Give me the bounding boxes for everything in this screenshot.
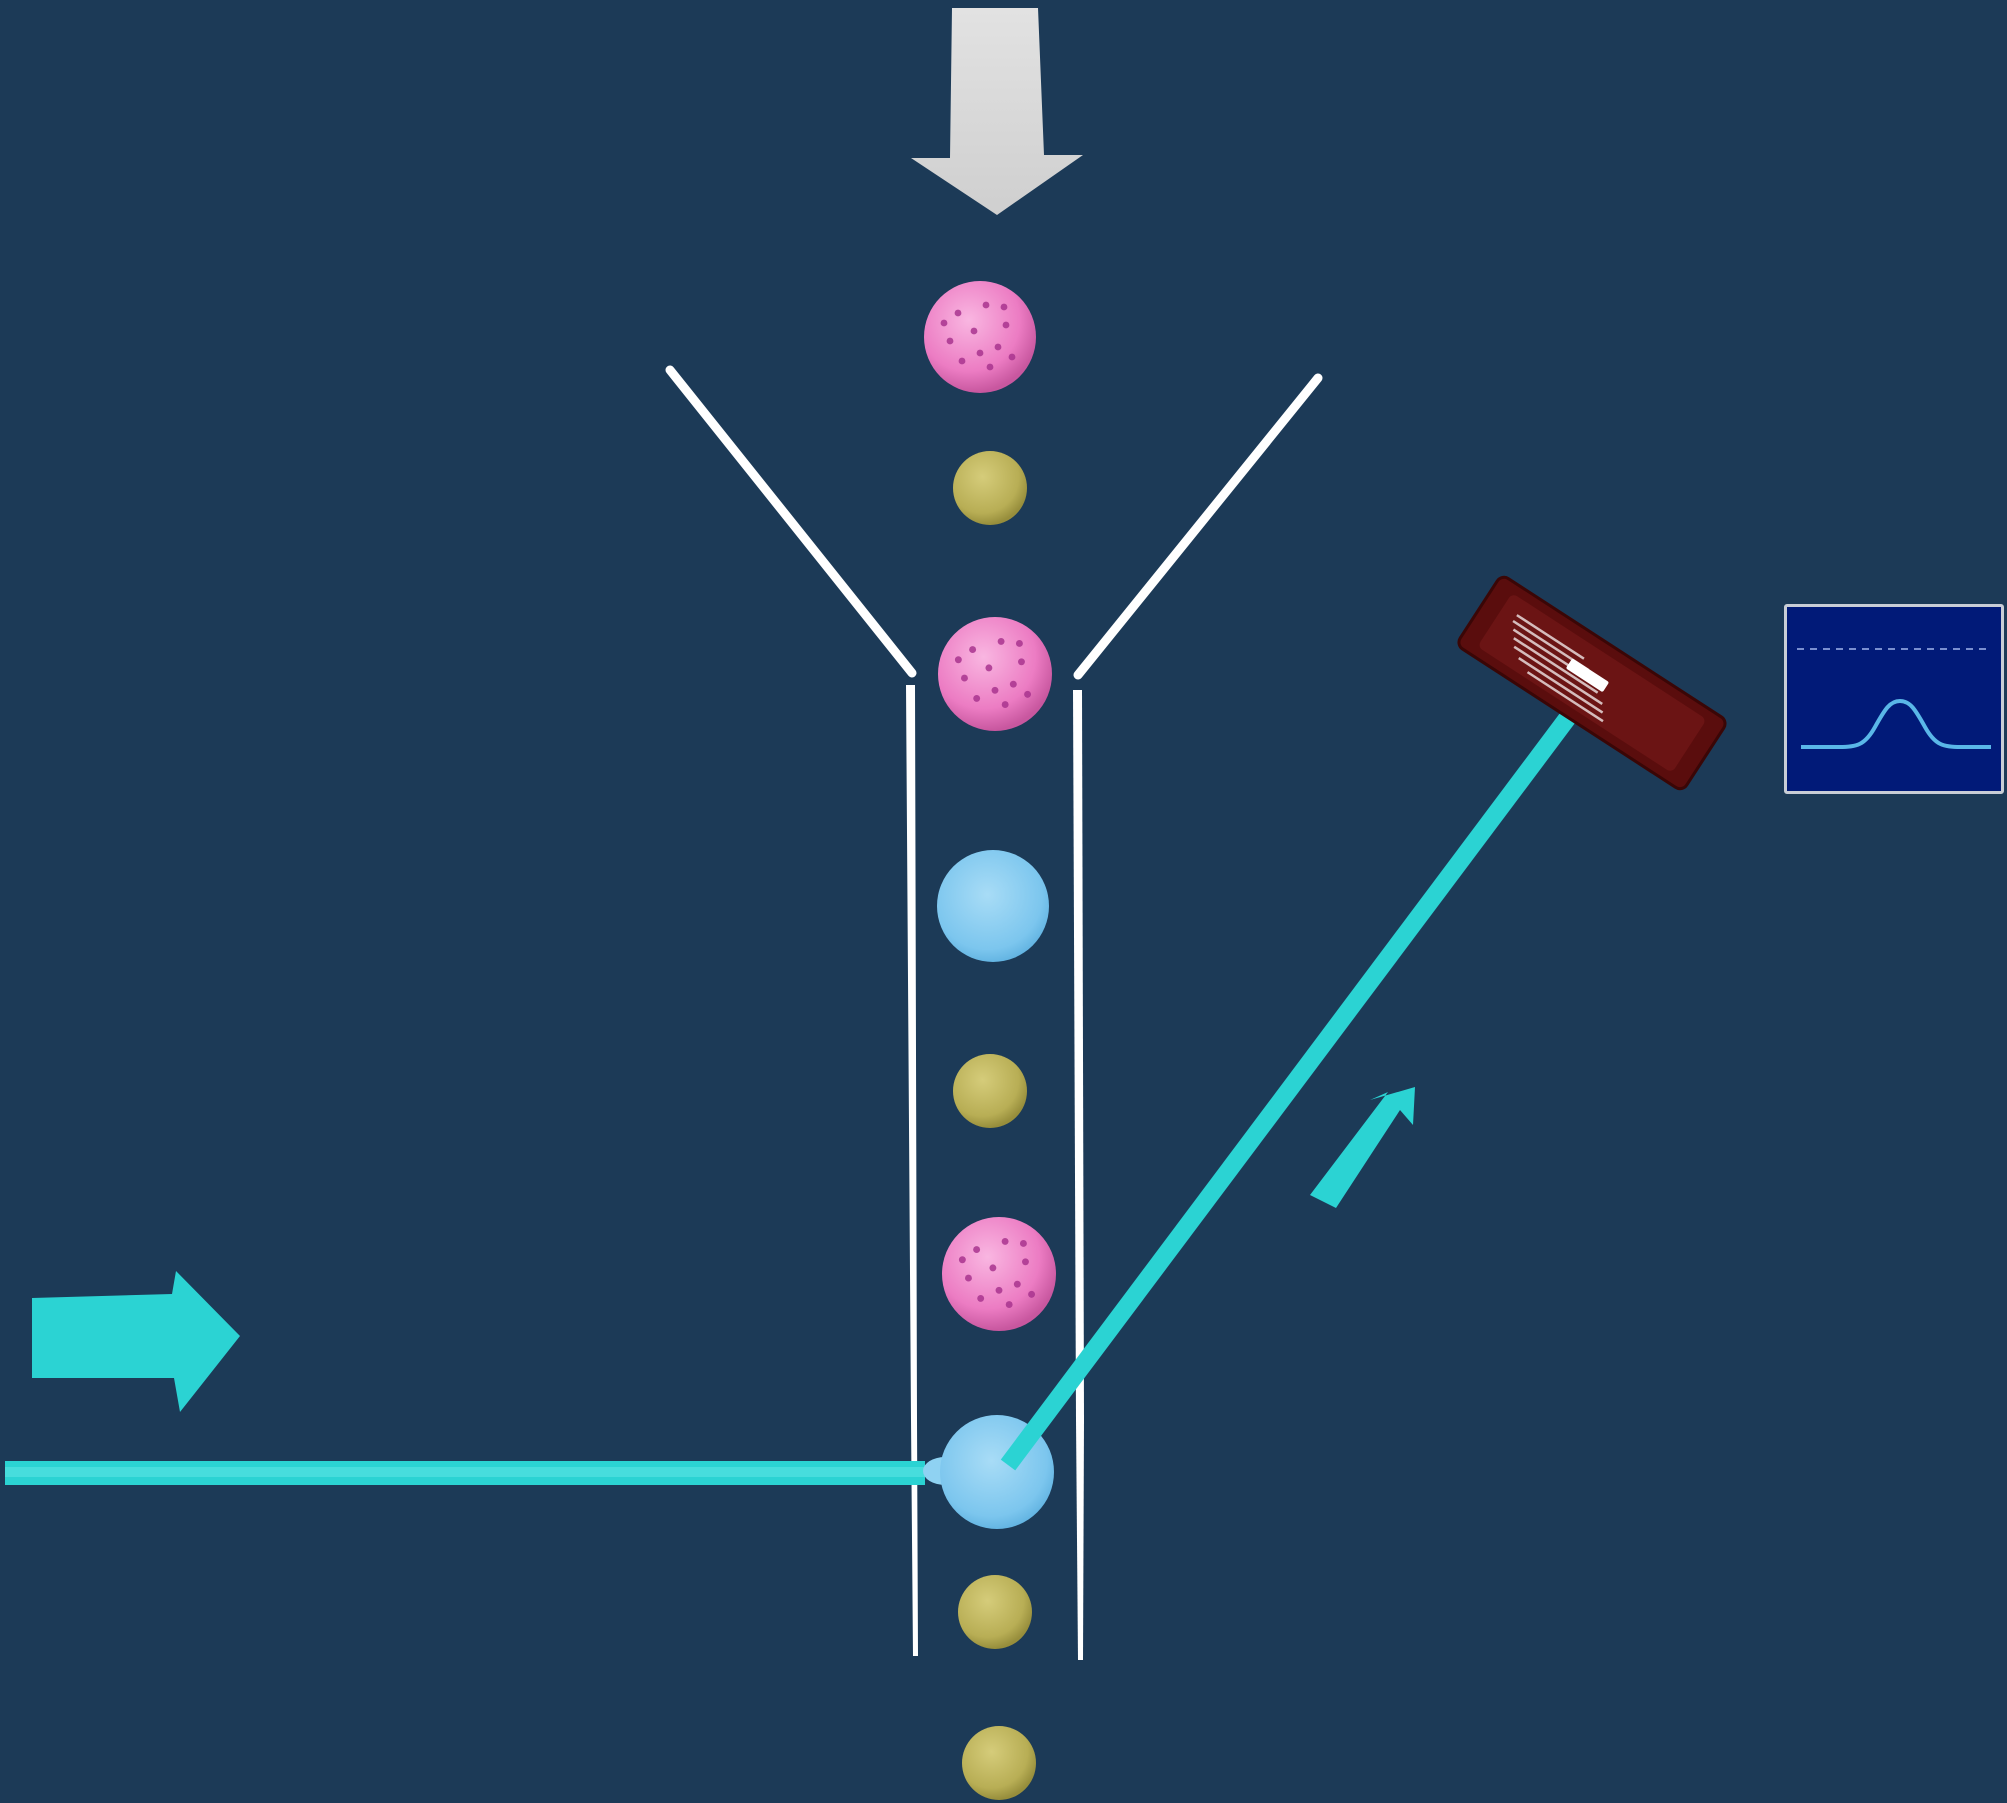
flow-channel (906, 685, 1084, 1660)
laser-direction-arrow-icon (32, 1271, 240, 1412)
scatter-direction-arrow-icon (1310, 1087, 1415, 1208)
granular-cell (942, 1217, 1056, 1331)
small-particle (953, 451, 1027, 525)
scattered-light-beam (1000, 706, 1580, 1471)
funnel-right-wall (1073, 373, 1323, 680)
granular-cell (924, 281, 1036, 393)
small-particle (962, 1726, 1036, 1800)
sample-flow-arrow-icon (911, 8, 1083, 215)
flow-cell-funnel (665, 365, 1323, 680)
granular-cell (938, 617, 1052, 731)
small-particle (958, 1575, 1032, 1649)
photodetector-icon (1457, 575, 1727, 791)
laser-beam (5, 1461, 925, 1485)
lymphocyte-cell (937, 850, 1049, 962)
signal-trace (1797, 648, 1992, 749)
cell-stream (923, 281, 1056, 1800)
signal-monitor-icon (1784, 604, 2004, 794)
channel-right-wall (1073, 690, 1084, 1660)
small-particle (953, 1054, 1027, 1128)
channel-left-wall (906, 685, 918, 1656)
funnel-left-wall (665, 365, 917, 678)
